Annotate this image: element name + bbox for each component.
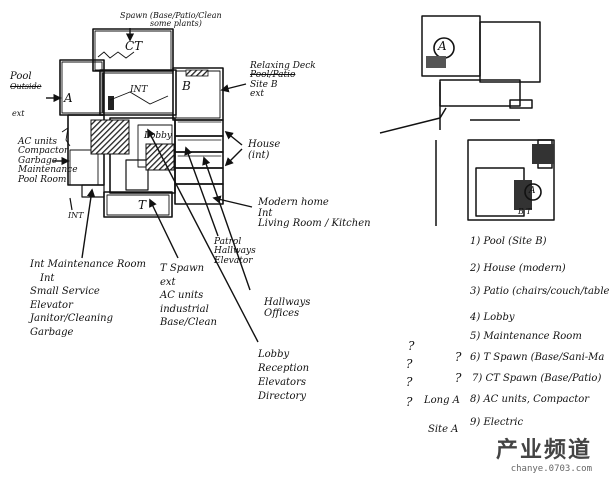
ct-room-label: CT bbox=[125, 39, 143, 53]
right-t-label: T bbox=[526, 207, 532, 216]
int-room-label: INT bbox=[130, 85, 148, 95]
lobby-note: Lobby Reception Elevators Directory bbox=[258, 349, 310, 402]
int-maintenance-note: Int Maintenance Room Int Small Service E… bbox=[30, 259, 146, 338]
ct-room bbox=[92, 28, 174, 72]
legend-item: 5) Maintenance Room bbox=[470, 331, 582, 342]
watermark-url: chanye.0703.com bbox=[510, 464, 592, 474]
hatched-area-1 bbox=[90, 119, 130, 155]
question-mark: ? bbox=[455, 371, 462, 385]
ct-spawn-note: Spawn (Base/Patio/Clean some plants) bbox=[120, 11, 222, 29]
int-bottom-label: INT bbox=[68, 211, 84, 220]
watermark: 产业频道 chanye.0703.com bbox=[496, 432, 592, 474]
lobby-room bbox=[109, 117, 176, 194]
right-a2-label: A bbox=[529, 186, 536, 196]
patrol-note: Patrol Hallways Elevator bbox=[214, 237, 256, 266]
legend-item: 7) CT Spawn (Base/Patio) bbox=[472, 373, 602, 384]
b-room-label: B bbox=[182, 79, 191, 93]
legend-item: 8) AC units, Compactor bbox=[470, 394, 590, 405]
legend-item: 3) Patio (chairs/couch/table bbox=[470, 286, 609, 297]
ac-units-note: AC units Compactor Garbage Maintenance P… bbox=[18, 137, 78, 185]
legend-item: 1) Pool (Site B) bbox=[470, 236, 547, 247]
t-spawn-note: T Spawn ext AC units industrial Base/Cle… bbox=[160, 263, 217, 328]
a-room-label: A bbox=[64, 91, 73, 105]
ext-a-note: ext bbox=[12, 109, 25, 118]
long-a-note: Long A bbox=[424, 395, 460, 406]
t-room-label: T bbox=[138, 198, 147, 212]
question-mark: ? bbox=[406, 375, 413, 389]
t-room bbox=[103, 191, 173, 218]
site-a-note: Site A bbox=[428, 424, 459, 435]
right-b-label: B bbox=[518, 207, 524, 216]
legend-item: 9) Electric bbox=[470, 417, 524, 428]
watermark-title: 产业频道 bbox=[495, 438, 592, 463]
lobby-room-label: Lobby bbox=[144, 131, 173, 141]
question-mark: ? bbox=[406, 395, 413, 409]
legend-item: 2) House (modern) bbox=[470, 263, 566, 274]
pool-note: Pool Outside bbox=[10, 71, 42, 91]
relaxing-deck-note: Relaxing Deck Pool/Patio Site B ext bbox=[250, 61, 316, 100]
hallways-note: Hallways Offices bbox=[264, 297, 311, 319]
hatched-area-2 bbox=[145, 143, 175, 171]
question-mark: ? bbox=[406, 357, 413, 371]
house-note: House (int) bbox=[248, 139, 281, 161]
right-a-label: A bbox=[438, 39, 447, 53]
legend-item: 4) Lobby bbox=[470, 312, 515, 323]
question-mark: ? bbox=[455, 350, 462, 364]
legend-item: 6) T Spawn (Base/Sani-Ma bbox=[470, 352, 605, 363]
modern-home-note: Modern home Int Living Room / Kitchen bbox=[258, 197, 371, 229]
question-mark: ? bbox=[408, 339, 415, 353]
